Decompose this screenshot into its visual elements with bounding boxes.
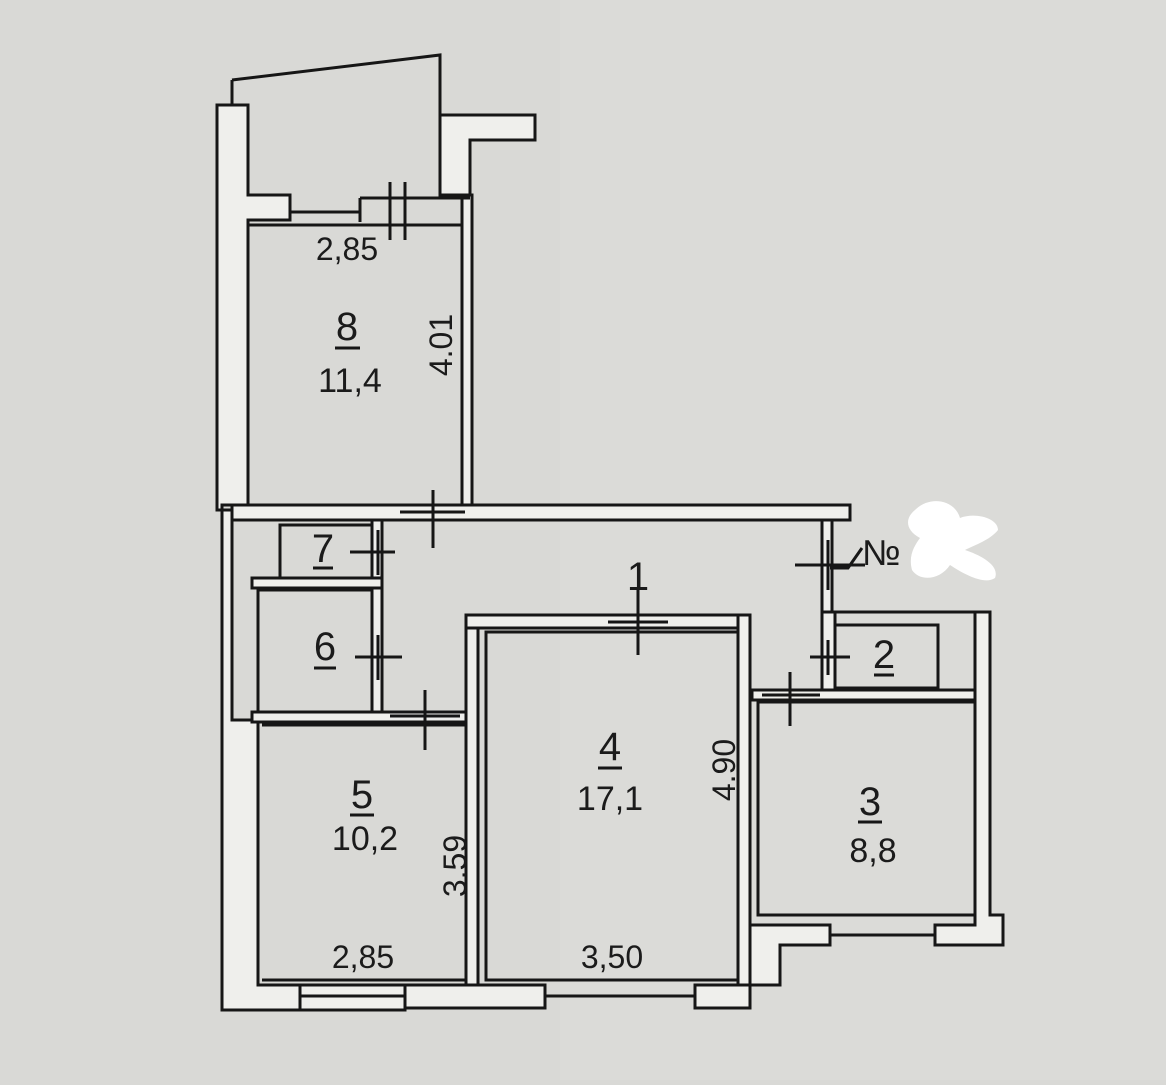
bottom-wall-seg2	[403, 983, 547, 1010]
door-room3	[762, 672, 820, 726]
balcony-wall-stub	[438, 113, 537, 197]
room5-width-dim: 2,85	[332, 939, 394, 975]
room-labels: 8 11,4 7 6 1 2 4 17,1 5 10,2 3 8,8	[312, 305, 897, 870]
room5-number: 5	[351, 773, 373, 817]
room4-width-dim: 3,50	[581, 939, 643, 975]
room1-number: 1	[627, 555, 649, 599]
room5-outline	[262, 723, 468, 982]
room4-number: 4	[599, 725, 621, 769]
window-room8	[290, 196, 470, 222]
apartment-number-block: №	[830, 501, 998, 581]
room4-outline	[484, 630, 740, 982]
room6-number: 6	[314, 625, 336, 669]
room5-length-dim: 3.59	[437, 835, 473, 897]
room3-number: 3	[859, 780, 881, 824]
door-room8	[400, 490, 465, 548]
apartment-leader-line	[830, 547, 864, 570]
room7-bottom-wall	[250, 576, 384, 590]
left-outer-wall	[215, 103, 302, 1012]
door-room6	[355, 635, 402, 680]
room4-area: 17,1	[577, 780, 643, 818]
door-entrance	[795, 540, 865, 590]
door-marks	[350, 182, 865, 750]
room4-length-dim: 4.90	[706, 739, 742, 801]
room5-area: 10,2	[332, 820, 398, 858]
room8-number: 8	[336, 305, 358, 349]
room4-top-wall	[464, 613, 747, 630]
room5-4-wall	[464, 618, 480, 987]
bottom-wall-seg3	[693, 923, 832, 1010]
room3-area: 8,8	[849, 832, 896, 870]
redaction-mark	[908, 501, 998, 581]
door-room4	[608, 590, 668, 655]
paper-shade	[560, 0, 1166, 1080]
apartment-number-label: №	[862, 532, 901, 573]
room7-number: 7	[312, 527, 334, 571]
room8-right-wall	[460, 193, 474, 507]
room2-number: 2	[873, 633, 895, 677]
walls	[215, 53, 1005, 1012]
door-room7	[350, 530, 395, 575]
room8-area: 11,4	[318, 362, 382, 400]
corridor-top-wall	[230, 503, 852, 522]
room8-width-dim: 2,85	[316, 231, 378, 267]
door-room5	[390, 690, 460, 750]
dimensions: 2,85 4.01 3.59 2,85 4.90 3,50	[316, 231, 742, 975]
room3-right-wall	[933, 610, 1005, 947]
door-room2	[810, 640, 850, 675]
door-room8-balcony	[388, 182, 407, 240]
room8-length-dim: 4.01	[423, 314, 459, 376]
